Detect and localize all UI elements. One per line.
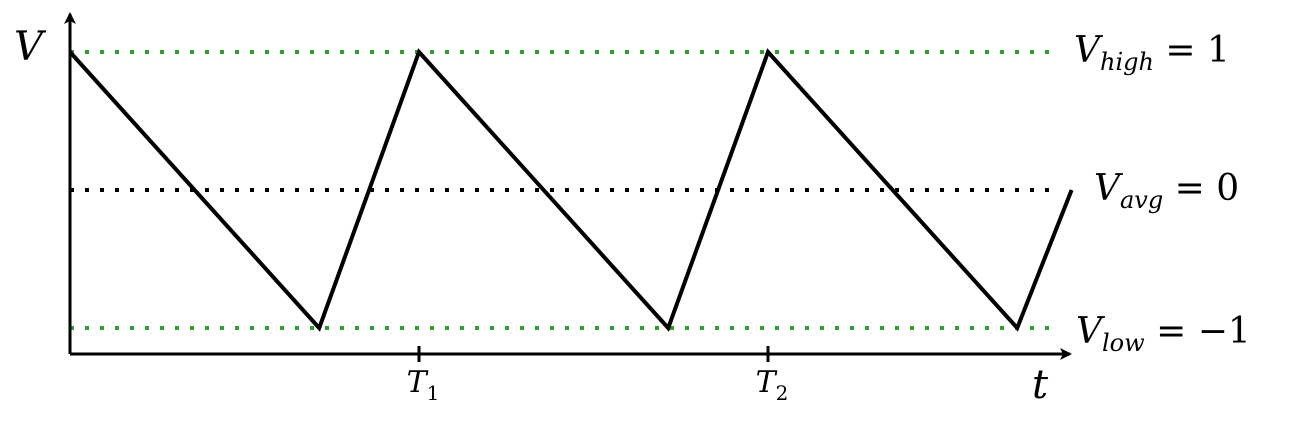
v-avg-label: Vavg = 0 <box>1094 168 1239 214</box>
x-tick-label-t2: T2 <box>756 365 789 405</box>
y-axis-label: V <box>14 24 47 70</box>
x-tick-label-t1: T1 <box>407 365 440 405</box>
v-high-label: Vhigh = 1 <box>1074 30 1230 76</box>
x-axis-label: t <box>1032 362 1049 408</box>
v-low-label: Vlow = −1 <box>1076 311 1251 357</box>
sawtooth-waveform <box>68 48 1074 332</box>
